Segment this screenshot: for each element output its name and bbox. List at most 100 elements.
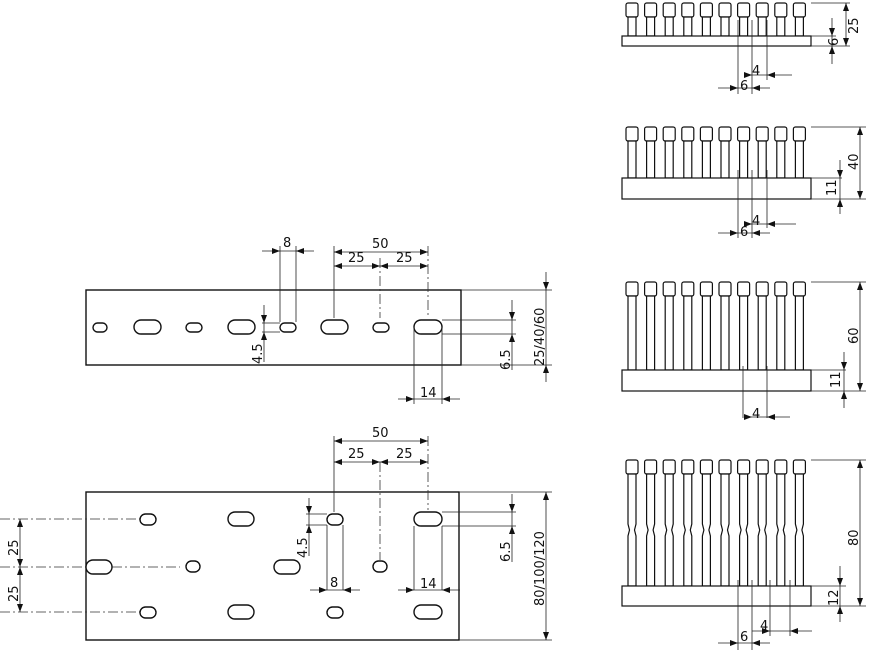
finger-head (736, 459, 751, 475)
finger-head (792, 459, 807, 475)
finger-body (701, 140, 711, 179)
finger-body (646, 473, 656, 587)
finger-body (664, 473, 674, 587)
finger-head (774, 281, 788, 297)
finger-body (701, 16, 711, 37)
finger-body (664, 16, 674, 37)
finger-head (774, 126, 788, 142)
finger-head (755, 2, 769, 18)
finger-head (774, 2, 788, 18)
finger-body (683, 16, 693, 37)
finger-body (664, 295, 674, 371)
profile-60-finger: 4 (752, 407, 760, 422)
profile-60-base (621, 369, 812, 392)
finger-body (776, 16, 786, 37)
profile-25-base-dim: 6 (827, 38, 842, 46)
profile-60-fingers (625, 281, 807, 371)
finger-body (701, 473, 711, 587)
finger-body (720, 295, 730, 371)
dim-spacing-lower: 25 (7, 585, 22, 602)
finger-head (625, 126, 639, 142)
dim-top-heights: 25/40/60 (533, 308, 548, 366)
profile-40-gap: 6 (740, 225, 748, 240)
profile-40-fingers (625, 126, 807, 179)
rail-top: 50 25 25 8 4.5 6.5 14 25/40/60 (85, 236, 552, 404)
finger-head (681, 2, 695, 18)
dim-bottom-heights: 80/100/120 (533, 531, 548, 606)
finger-body (720, 140, 730, 179)
finger-body (794, 473, 804, 587)
finger-body (720, 473, 730, 587)
finger-body (776, 295, 786, 371)
finger-head (643, 126, 658, 142)
dim-top-8: 8 (283, 236, 291, 251)
finger-head (662, 459, 676, 475)
profile-25-height: 25 (847, 17, 862, 34)
finger-body (757, 295, 767, 371)
finger-body (701, 295, 711, 371)
finger-body (646, 16, 656, 37)
finger-body (794, 140, 804, 179)
finger-head (625, 281, 639, 297)
finger-body (627, 295, 637, 371)
finger-body (757, 16, 767, 37)
finger-body (683, 473, 693, 587)
dim-bottom-25a: 25 (348, 447, 365, 462)
finger-head (792, 281, 807, 297)
finger-head (662, 2, 676, 18)
profile-40-base-dim: 11 (825, 179, 840, 196)
finger-head (755, 459, 769, 475)
finger-head (699, 2, 714, 18)
dim-spacing-upper: 25 (7, 539, 22, 556)
finger-body (683, 140, 693, 179)
finger-head (755, 126, 769, 142)
dim-top-14: 14 (420, 386, 437, 401)
dim-bottom-50: 50 (372, 426, 389, 441)
finger-body (720, 16, 730, 37)
finger-body (776, 473, 786, 587)
profile-60-base-dim: 11 (829, 371, 844, 388)
finger-head (643, 281, 658, 297)
profile-40-height: 40 (847, 153, 862, 170)
profile-80-finger: 4 (760, 619, 768, 634)
finger-head (643, 2, 658, 18)
profile-60: 60 11 4 (621, 281, 866, 422)
profile-80-gap: 6 (740, 630, 748, 645)
rail-bottom-holes (85, 511, 443, 620)
finger-head (718, 2, 732, 18)
profile-40: 40 11 6 4 (621, 126, 866, 240)
finger-body (739, 473, 749, 587)
finger-body (627, 140, 637, 179)
profile-80-height: 80 (847, 529, 862, 546)
profile-40-finger: 4 (752, 214, 760, 229)
finger-body (664, 140, 674, 179)
finger-body (646, 140, 656, 179)
profile-80-base (621, 585, 812, 607)
dim-top-25a: 25 (348, 251, 365, 266)
finger-head (755, 281, 769, 297)
profile-40-base (621, 177, 812, 200)
rail-bottom: 50 25 25 4.5 8 6.5 14 80/100/120 (0, 426, 552, 641)
profile-25-finger: 4 (752, 64, 760, 79)
finger-head (662, 281, 676, 297)
finger-body (794, 295, 804, 371)
dim-top-50: 50 (372, 237, 389, 252)
profile-25: 25 6 6 4 (621, 2, 862, 94)
finger-body (739, 16, 749, 37)
finger-head (699, 281, 714, 297)
profile-60-height: 60 (847, 327, 862, 344)
finger-head (625, 459, 639, 475)
finger-head (643, 459, 658, 475)
finger-body (627, 16, 637, 37)
finger-head (681, 281, 695, 297)
finger-body (739, 295, 749, 371)
finger-head (662, 126, 676, 142)
profile-25-fingers (625, 2, 807, 37)
finger-head (792, 2, 807, 18)
finger-body (739, 140, 749, 179)
finger-head (718, 459, 732, 475)
profile-25-gap: 6 (740, 79, 748, 94)
finger-head (699, 126, 714, 142)
finger-head (736, 126, 751, 142)
profile-80-fingers (625, 459, 807, 587)
